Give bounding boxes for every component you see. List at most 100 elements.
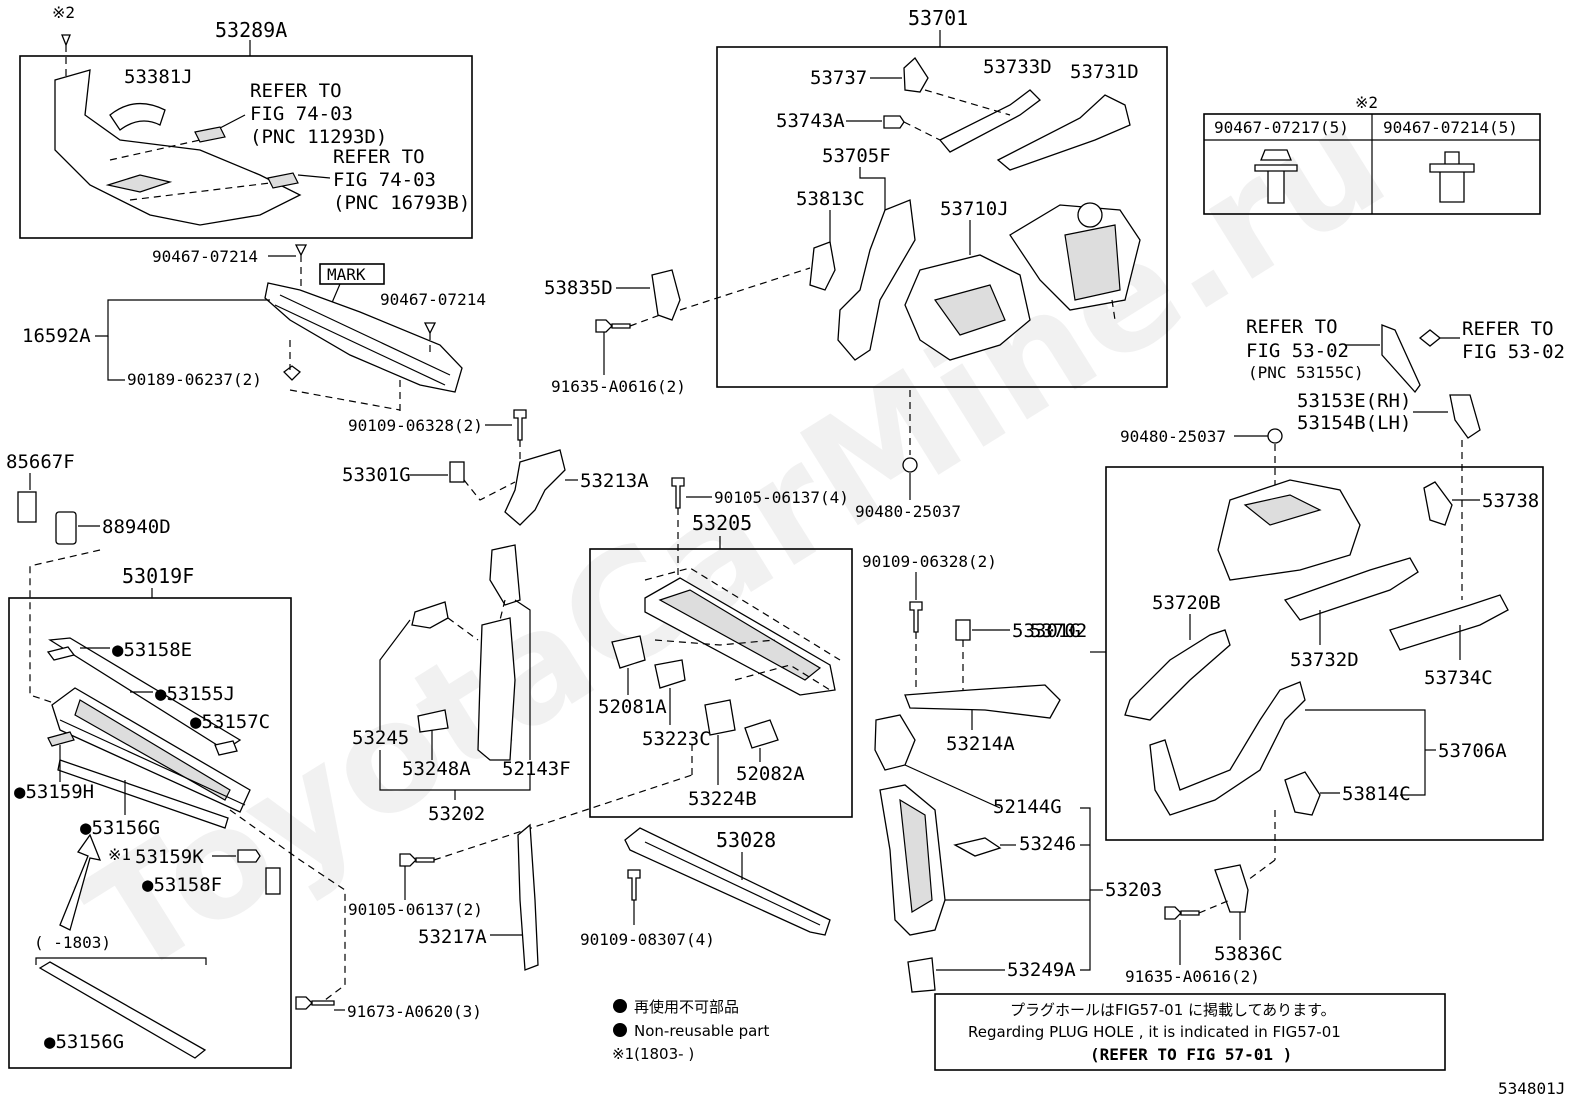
refer2-c: (PNC 16793B) [333,192,470,214]
mark-box [319,263,385,285]
label-53710j: 53710J [940,198,1009,220]
refer3-c: (PNC 53155C) [1248,363,1364,382]
diagram-id: 534801J [1498,1079,1565,1098]
clip-icon [61,34,71,47]
bracket-53246 [953,837,1002,857]
label-53203: 53203 [1105,879,1162,901]
group-53214a: 90109-06328(2) 53301G 53214A 52144G 5324… [862,552,1162,993]
legend-note1: ※1(1803- ) [612,1045,694,1063]
label-90105-06137-a: 90105-06137(4) [714,488,849,507]
label-53213a: 53213A [580,470,649,492]
refer1-b: FIG 74-03 [250,103,353,125]
clip-icon [1418,329,1442,347]
clip-table-note: ※2 [1355,93,1378,112]
plug-note-jp: プラグホールはFIG57-01 に掲載してあります。 [1010,1001,1336,1019]
group-53289a: 53289A ※2 53381J REFER TO FIG 74-03 (PNC… [19,3,473,239]
label-53732d: 53732D [1290,649,1359,671]
label-90480-b: 90480-25037 [1120,427,1226,446]
bracket-53223c [654,659,686,689]
legend-jp: 再使用不可部品 [634,998,739,1016]
label-85667f: 85667F [6,451,75,473]
refer3-a: REFER TO [1246,316,1338,338]
label-53157c: ●53157C [190,711,270,733]
group-53028: 53028 90109-08307(4) [580,827,831,949]
label-53249a: 53249A [1007,959,1076,981]
bolt-icon [513,409,527,441]
plug-90480 [1267,428,1283,444]
label-53153e: 53153E(RH) [1297,390,1411,412]
label-90109-06328-a: 90109-06328(2) [348,416,483,435]
rail-53733d [938,89,1041,153]
molding-53156g [38,961,207,1059]
label-52143f: 52143F [502,758,571,780]
wheelhouse-53706a [1149,681,1306,816]
group-refer-53-02: REFER TO FIG 53-02 (PNC 53155C) REFER TO… [1120,316,1565,600]
label-90189-06237: 90189-06237(2) [127,370,262,389]
bracket-53813c [809,241,836,291]
group-85667f: 85667F 88940D [6,451,171,706]
bracket-53245 [411,601,449,629]
label-53743a: 53743A [776,110,845,132]
plug-note-box [934,993,1446,1071]
apron-53720b [1124,629,1231,721]
label-91635-a0616-b: 91635-A0616(2) [1125,967,1260,986]
mark-label: MARK [327,265,366,284]
group-91673: 91673-A0620(3) [295,996,482,1021]
bullet-icon [613,1023,627,1037]
support-52143f [477,617,516,761]
label-52144g: 52144G [993,796,1062,818]
group-53835d: 53835D 91635-A0616(2) [544,267,811,396]
label-53154b: 53154B(LH) [1297,412,1411,434]
plug-note-en: Regarding PLUG HOLE , it is indicated in… [968,1023,1341,1041]
label-91635-a0616-a: 91635-A0616(2) [551,377,686,396]
label-53301g-group-53702: 53702 [1030,620,1087,642]
label-53720b: 53720B [1152,592,1221,614]
bolt-icon [1164,906,1200,920]
grille-mesh [74,699,231,801]
group-label-53019f: 53019F [122,564,194,588]
label-53738: 53738 [1482,490,1539,512]
group-16592a: 90467-07214 MARK 90467-07214 16592A 9018… [22,244,486,412]
clip-icon [294,244,308,257]
rail-53731d [996,94,1131,171]
label-53245: 53245 [352,727,409,749]
refer4-b: FIG 53-02 [1462,341,1565,363]
note1-small: ※1 [108,845,131,864]
label-53155j: ●53155J [155,683,235,705]
cover-detail [105,174,173,193]
label-53223c: 53223C [642,728,711,750]
label-53158f: ●53158F [142,874,222,896]
legend-en: Non-reusable part [634,1022,769,1040]
group-53205: 90105-06137(4) 53205 52081A 53223C 53224… [589,477,853,818]
clip-53743a [883,115,905,129]
clip-icon [423,322,437,335]
label-53158e: ●53158E [112,639,192,661]
bolt-icon [399,853,435,867]
group-label-53289a: 53289A [215,18,287,42]
bracket-53835d [651,269,681,321]
part-53381j-shape [109,103,166,131]
bracket-53224b [704,699,736,736]
label-53731d: 53731D [1070,61,1139,83]
strip-53217a [517,823,539,971]
label-53214a: 53214A [946,733,1015,755]
group-53701: 53701 53737 53733D 53731D 53743A 53705F … [716,6,1168,521]
label-53813c: 53813C [796,188,865,210]
label-90467-07214-a: 90467-07214 [152,247,258,266]
label-53814c: 53814C [1342,783,1411,805]
label-53381j: 53381J [124,66,193,88]
label-53737: 53737 [810,67,867,89]
group-53217a: 90105-06137(2) 53217A [348,740,693,971]
bracket-53248a [417,709,449,733]
apron-53705f [837,199,916,361]
bracket-53814c [1284,771,1321,816]
label-53734c: 53734C [1424,667,1493,689]
label-52082a: 52082A [736,763,805,785]
label-53159h: ●53159H [14,781,94,803]
bracket-52082a [744,719,779,749]
label-53246: 53246 [1019,833,1076,855]
group-box-53289a [19,55,473,239]
clip-table-col1: 90467-07217(5) [1214,118,1349,137]
bracket-53249a [907,957,936,993]
